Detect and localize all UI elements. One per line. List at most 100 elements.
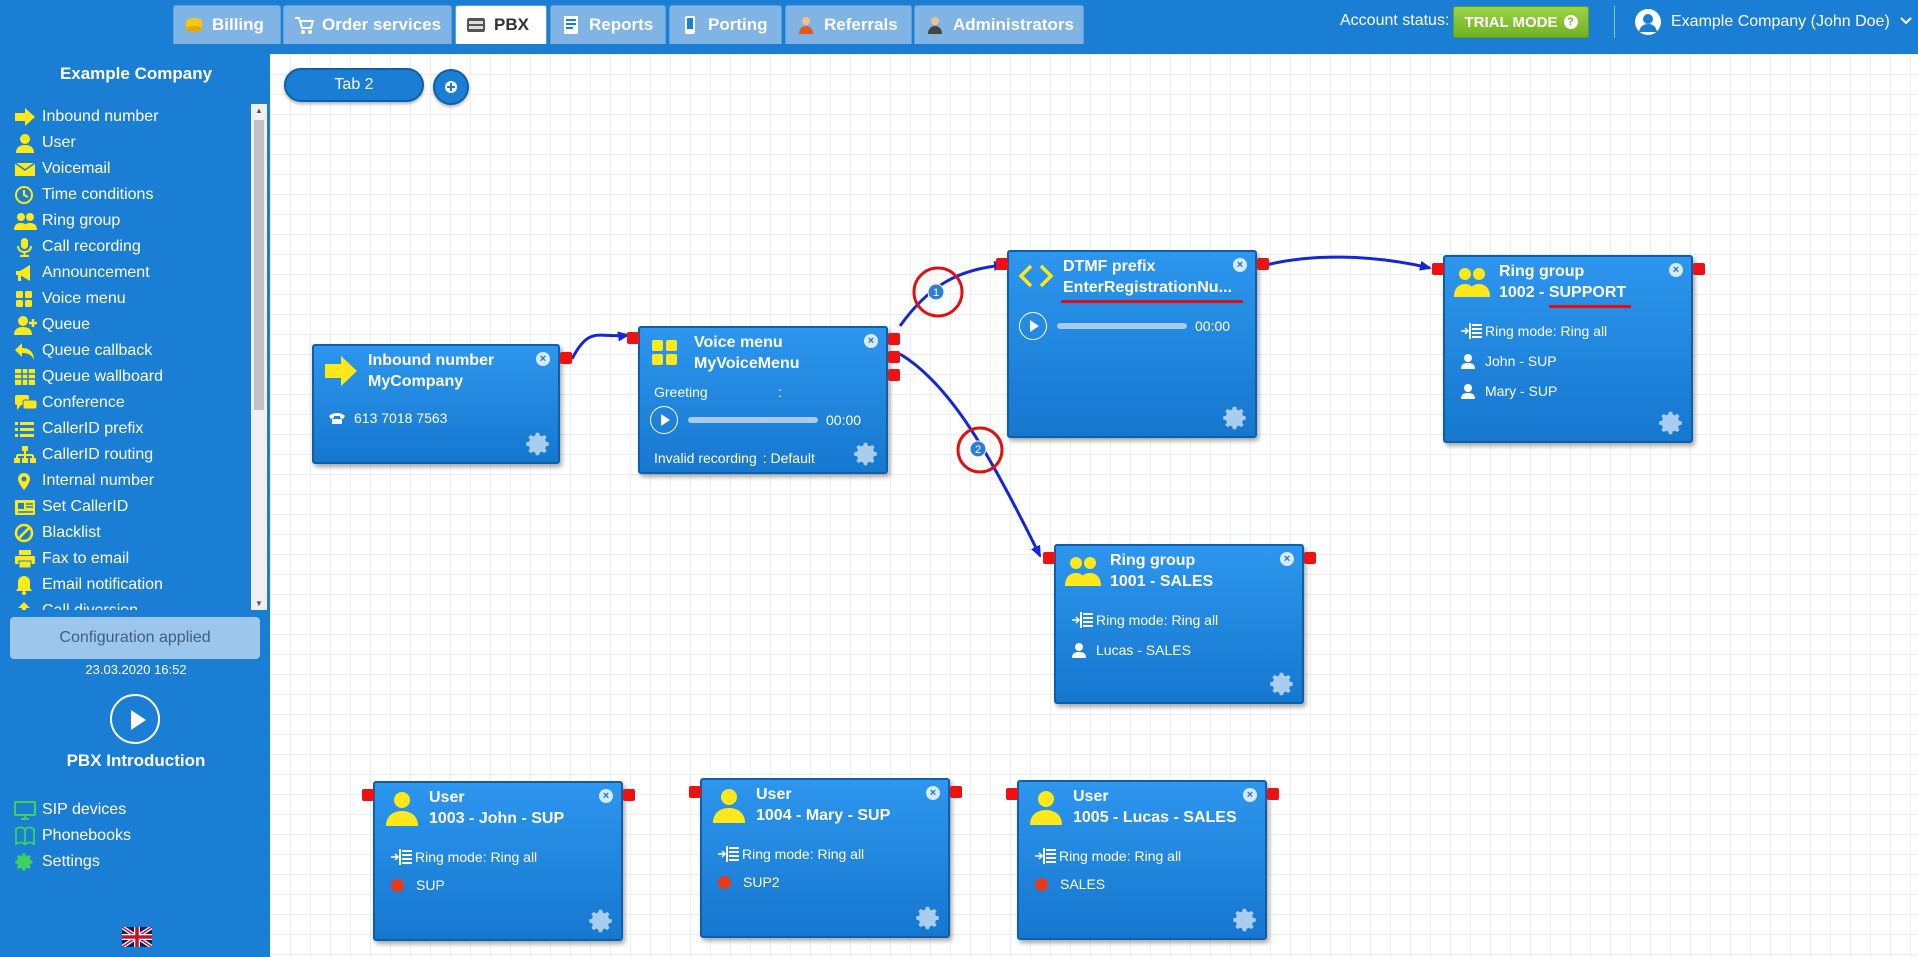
- sidebar-item-label: Settings: [42, 853, 100, 870]
- close-icon[interactable]: ×: [599, 789, 613, 803]
- trial-mode-button[interactable]: TRIAL MODE ?: [1453, 6, 1589, 38]
- node-user-1003[interactable]: User 1003 - John - SUP × Ring mode: Ring…: [373, 781, 623, 941]
- sidebar-item-email-notification[interactable]: Email notification: [4, 572, 252, 598]
- sidebar-item-set-callerid[interactable]: Set CallerID: [4, 494, 252, 520]
- sidebar-item-ring-group[interactable]: Ring group: [4, 208, 252, 234]
- pbx-canvas[interactable]: 1 2 Tab 2 Inbound number MyCompany × 613…: [270, 54, 1918, 957]
- sidebar-scrollbar[interactable]: ▲ ▼: [251, 104, 267, 610]
- progress-bar[interactable]: [1057, 323, 1187, 329]
- highlight-underline: [1549, 305, 1631, 308]
- uk-flag-icon[interactable]: [120, 925, 154, 949]
- sidebar-item-time-conditions[interactable]: Time conditions: [4, 182, 252, 208]
- sidebar-item-conference[interactable]: Conference: [4, 390, 252, 416]
- input-port[interactable]: [689, 786, 701, 798]
- output-port-1[interactable]: [888, 333, 900, 345]
- sidebar-item-call-diversion[interactable]: Call diversion: [4, 598, 252, 610]
- input-port[interactable]: [627, 332, 639, 344]
- sidebar-item-queue-wallboard[interactable]: Queue wallboard: [4, 364, 252, 390]
- node-user-1004[interactable]: User 1004 - Mary - SUP × Ring mode: Ring…: [700, 778, 950, 938]
- close-icon[interactable]: ×: [536, 352, 550, 366]
- tab-administrators[interactable]: Administrators: [914, 5, 1084, 44]
- node-inbound-number[interactable]: Inbound number MyCompany × 613 7018 7563: [312, 344, 560, 464]
- ring-mode-icon: [1033, 846, 1059, 866]
- output-port[interactable]: [950, 786, 962, 798]
- sidebar-item-phonebooks[interactable]: Phonebooks: [4, 823, 252, 849]
- tab-porting[interactable]: Porting: [669, 5, 782, 44]
- progress-bar[interactable]: [688, 417, 818, 423]
- intro-play-button[interactable]: [110, 694, 160, 744]
- input-port[interactable]: [1043, 552, 1055, 564]
- sidebar-item-internal-number[interactable]: Internal number: [4, 468, 252, 494]
- input-port[interactable]: [1006, 788, 1018, 800]
- sidebar-item-queue[interactable]: Queue: [4, 312, 252, 338]
- close-icon[interactable]: ×: [1280, 552, 1294, 566]
- node-user-1005[interactable]: User 1005 - Lucas - SALES × Ring mode: R…: [1017, 780, 1267, 940]
- output-port-invalid[interactable]: [888, 369, 900, 381]
- arrow-right-icon: [322, 352, 360, 390]
- sidebar-item-user[interactable]: User: [4, 130, 252, 156]
- play-button[interactable]: [1019, 312, 1047, 340]
- sidebar-item-callerid-prefix[interactable]: CallerID prefix: [4, 416, 252, 442]
- sidebar-item-announcement[interactable]: Announcement: [4, 260, 252, 286]
- sidebar-item-queue-callback[interactable]: Queue callback: [4, 338, 252, 364]
- close-icon[interactable]: ×: [1233, 258, 1247, 272]
- user-menu[interactable]: Example Company (John Doe): [1614, 6, 1912, 38]
- sidebar-item-callerid-routing[interactable]: CallerID routing: [4, 442, 252, 468]
- chevron-down-icon: [1900, 13, 1912, 31]
- sidebar-item-blacklist[interactable]: Blacklist: [4, 520, 252, 546]
- tab-billing[interactable]: Billing: [173, 5, 281, 44]
- input-port[interactable]: [1432, 263, 1444, 275]
- gear-icon[interactable]: [1270, 671, 1296, 697]
- output-port[interactable]: [1693, 263, 1705, 275]
- node-voice-menu[interactable]: Voice menu MyVoiceMenu × Greeting: 00:00…: [638, 326, 888, 474]
- output-port[interactable]: [560, 352, 572, 364]
- gear-icon[interactable]: [526, 431, 552, 457]
- tab-reports[interactable]: Reports: [550, 5, 666, 44]
- player-time: 00:00: [826, 412, 862, 428]
- sidebar-item-voicemail[interactable]: Voicemail: [4, 156, 252, 182]
- canvas-tab-2[interactable]: Tab 2: [284, 68, 424, 102]
- output-port[interactable]: [623, 789, 635, 801]
- sidebar-item-label: Phonebooks: [42, 827, 131, 844]
- gear-icon[interactable]: [1223, 405, 1249, 431]
- node-ring-group-sales[interactable]: Ring group 1001 - SALES × Ring mode: Rin…: [1054, 544, 1304, 704]
- output-port[interactable]: [1267, 788, 1279, 800]
- tab-referrals[interactable]: Referrals: [785, 5, 912, 44]
- node-dtmf-prefix[interactable]: DTMF prefix EnterRegistrationNu... × 00:…: [1007, 250, 1257, 438]
- sidebar-item-sip-devices[interactable]: SIP devices: [4, 797, 252, 823]
- scrollbar-thumb[interactable]: [254, 120, 264, 410]
- greeting-label: Greeting: [654, 384, 708, 400]
- configuration-status-button[interactable]: Configuration applied: [10, 617, 260, 659]
- close-icon[interactable]: ×: [864, 334, 878, 348]
- add-tab-button[interactable]: [433, 69, 469, 105]
- scroll-up-icon[interactable]: ▲: [255, 106, 263, 115]
- sidebar-item-voice-menu[interactable]: Voice menu: [4, 286, 252, 312]
- monitor-icon: [14, 799, 42, 821]
- close-icon[interactable]: ×: [1243, 788, 1257, 802]
- gear-icon[interactable]: [854, 441, 880, 467]
- gear-icon[interactable]: [916, 905, 942, 931]
- tab-order-services[interactable]: Order services: [283, 5, 452, 44]
- group-row: SALES: [1033, 876, 1105, 892]
- output-port[interactable]: [1257, 258, 1269, 270]
- arrow-right-icon: [14, 106, 42, 128]
- sidebar-item-inbound-number[interactable]: Inbound number: [4, 104, 252, 130]
- input-port[interactable]: [362, 789, 374, 801]
- gear-icon[interactable]: [589, 908, 615, 934]
- play-button[interactable]: [650, 406, 678, 434]
- user-icon: [710, 786, 748, 824]
- gear-icon[interactable]: [1233, 907, 1259, 933]
- scroll-down-icon[interactable]: ▼: [255, 599, 263, 608]
- sidebar-item-call-recording[interactable]: Call recording: [4, 234, 252, 260]
- sidebar-item-fax-to-email[interactable]: Fax to email: [4, 546, 252, 572]
- output-port-2[interactable]: [888, 351, 900, 363]
- wire-badge-2-label: 2: [975, 444, 981, 456]
- input-port[interactable]: [996, 258, 1008, 270]
- tab-pbx[interactable]: PBX: [455, 5, 547, 44]
- node-ring-group-support[interactable]: Ring group 1002 - SUPPORT × Ring mode: R…: [1443, 255, 1693, 443]
- sidebar-item-settings[interactable]: Settings: [4, 849, 252, 875]
- close-icon[interactable]: ×: [1669, 263, 1683, 277]
- output-port[interactable]: [1304, 552, 1316, 564]
- gear-icon[interactable]: [1659, 410, 1685, 436]
- close-icon[interactable]: ×: [926, 786, 940, 800]
